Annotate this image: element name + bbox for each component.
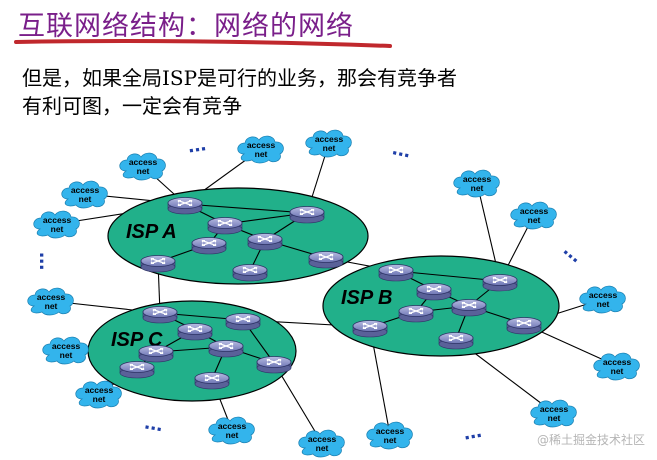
access-net-label-line2: net	[45, 301, 58, 311]
router-icon	[194, 372, 230, 390]
access-net-label-line2: net	[548, 413, 561, 423]
router-icon	[398, 305, 434, 323]
router-icon	[482, 274, 518, 292]
router-icon	[208, 340, 244, 358]
access-net-label-line1: access	[315, 134, 344, 144]
router-icon	[416, 283, 452, 301]
router-icon	[138, 345, 174, 363]
ellipsis-bottom-left: ...	[143, 409, 165, 437]
ellipsis-top-right: ...	[390, 134, 413, 162]
watermark: @稀土掘金技术社区	[536, 433, 645, 447]
access-net-label-line2: net	[471, 183, 484, 193]
routers-layer	[119, 197, 542, 390]
router-icon	[308, 251, 344, 269]
access-net-label-line2: net	[93, 394, 106, 404]
ellipsis-left: ...	[35, 252, 60, 270]
access-net-label-line2: net	[597, 299, 610, 309]
access-net-label-line1: access	[247, 140, 276, 150]
isp-a-label: ISP A	[126, 221, 177, 243]
access-net-label-line1: access	[540, 404, 569, 414]
router-icon	[506, 317, 542, 335]
router-icon	[207, 217, 243, 235]
access-net-label-line1: access	[85, 385, 114, 395]
access-net-label-line2: net	[255, 149, 268, 159]
router-icon	[247, 233, 283, 251]
ellipsis-right: ...	[559, 236, 589, 267]
router-icon	[225, 313, 261, 331]
isp-link	[395, 270, 501, 282]
router-icon	[256, 356, 292, 374]
isp-link	[184, 203, 308, 214]
access-net-label-line1: access	[129, 157, 158, 167]
access-net-label-line2: net	[316, 443, 329, 453]
access-net-label-line1: access	[589, 290, 618, 300]
access-net-label-line1: access	[71, 185, 100, 195]
router-icon	[232, 264, 268, 282]
router-icon	[140, 255, 176, 273]
title-underline	[14, 39, 392, 48]
access-net-label-line1: access	[376, 426, 405, 436]
router-icon	[167, 197, 203, 215]
access-net-label-line2: net	[60, 350, 73, 360]
access-net-label-line1: access	[603, 357, 632, 367]
router-icon	[142, 306, 178, 324]
subtitle-line-1: 但是，如果全局ISP是可行的业务，那会有竞争者	[22, 66, 458, 90]
access-net-label-line1: access	[218, 421, 247, 431]
ellipsis-bottom-right: ...	[461, 417, 483, 445]
ellipsis-top-left: ...	[186, 130, 208, 157]
access-net-label-line1: access	[463, 174, 492, 184]
router-icon	[177, 323, 213, 341]
router-icon	[289, 206, 325, 224]
access-net-label-line2: net	[611, 366, 624, 376]
isp-b-label: ISP B	[341, 287, 393, 309]
subtitle-line-2: 有利可图，一定会有竞争	[22, 94, 242, 118]
access-net-label-line2: net	[323, 143, 336, 153]
access-net-label-line2: net	[528, 215, 541, 225]
access-net-label-line2: net	[51, 224, 64, 234]
router-icon	[191, 237, 227, 255]
access-net-label-line2: net	[137, 166, 150, 176]
access-net-label-line2: net	[384, 435, 397, 445]
router-icon	[352, 320, 388, 338]
access-net-label-line1: access	[52, 341, 81, 351]
router-icon	[438, 332, 474, 350]
page-title: 互联网络结构：网络的网络	[18, 11, 354, 42]
access-net-label-line2: net	[226, 430, 239, 440]
access-net-label-line2: net	[79, 194, 92, 204]
access-net-label-line1: access	[520, 206, 549, 216]
access-net-label-line1: access	[308, 434, 337, 444]
router-icon	[378, 264, 414, 282]
access-net-label-line1: access	[43, 215, 72, 225]
access-net-label-line1: access	[37, 292, 66, 302]
router-icon	[119, 361, 155, 379]
clouds-layer: accessnetaccessnetaccessnetaccessnetacce…	[27, 129, 640, 458]
router-icon	[451, 299, 487, 317]
